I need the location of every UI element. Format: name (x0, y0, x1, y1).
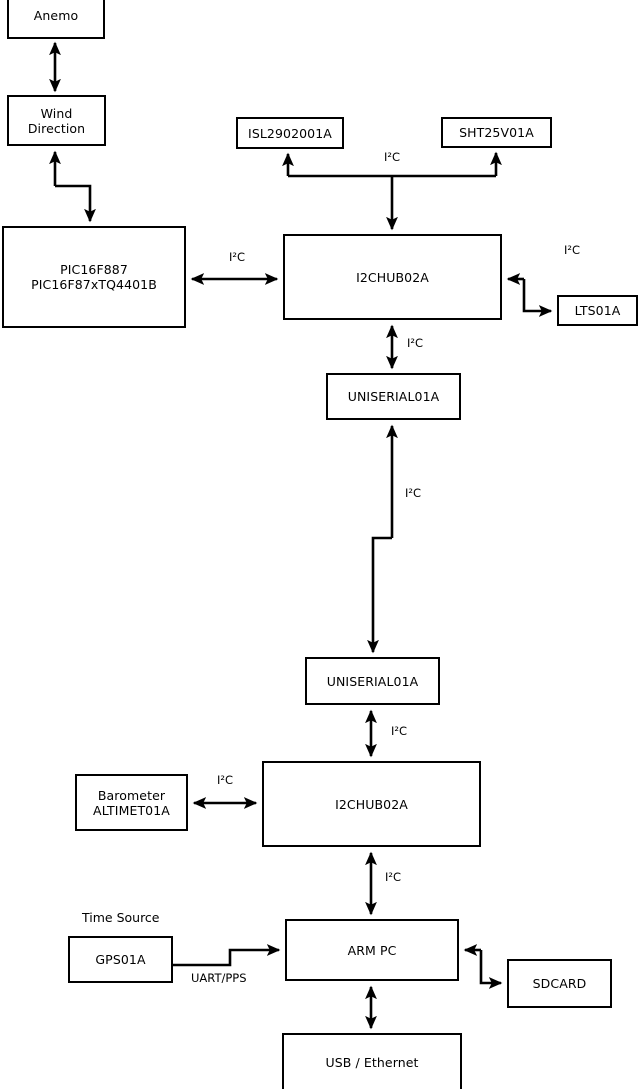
edge-label-i2c-uniserial-hubbot: I²C (390, 724, 409, 738)
connector-wind-pic-bus (55, 184, 96, 223)
connector-uniserial-down (367, 536, 392, 654)
connector-hub-lts-out (522, 279, 553, 317)
node-arm-pc[interactable]: ARM PC (285, 919, 459, 981)
edge-label-i2c-baro-hubbot: I²C (216, 773, 235, 787)
node-sdcard[interactable]: SDCARD (507, 959, 612, 1008)
node-barometer-altimet01a[interactable]: Barometer ALTIMET01A (75, 774, 188, 831)
edge-label-uart-pps-gps-armpc: UART/PPS (190, 971, 248, 985)
edge-label-i2c-uniserial-link: I²C (404, 486, 423, 500)
edge-label-i2c-hubbot-armpc: I²C (384, 870, 403, 884)
node-lts01a[interactable]: LTS01A (557, 295, 638, 326)
edge-label-i2c-isl-sht: I²C (383, 150, 402, 164)
node-usb-ethernet[interactable]: USB / Ethernet (282, 1033, 462, 1089)
node-isl2902001a[interactable]: ISL2902001A (236, 117, 344, 149)
connector-armpc-sd-out (479, 950, 503, 989)
edge-label-i2c-hub-uniserial: I²C (406, 336, 425, 350)
node-uniserial01a-bottom[interactable]: UNISERIAL01A (305, 657, 440, 705)
node-wind-direction[interactable]: Wind Direction (7, 95, 106, 146)
node-pic16f887[interactable]: PIC16F887 PIC16F87xTQ4401B (2, 226, 186, 328)
node-i2chub02a-bottom[interactable]: I2CHUB02A (262, 761, 481, 847)
connector-gps-armpc (173, 944, 281, 967)
edge-label-i2c-pic-hub: I²C (228, 250, 247, 264)
edge-label-i2c-hub-lts: I²C (563, 243, 582, 257)
node-uniserial01a-top[interactable]: UNISERIAL01A (326, 373, 461, 420)
node-i2chub02a-top[interactable]: I2CHUB02A (283, 234, 502, 320)
node-sht25v01a[interactable]: SHT25V01A (441, 117, 552, 148)
label-time-source: Time Source (82, 910, 160, 925)
node-gps01a[interactable]: GPS01A (68, 936, 173, 983)
node-anemo[interactable]: Anemo (7, 0, 105, 39)
